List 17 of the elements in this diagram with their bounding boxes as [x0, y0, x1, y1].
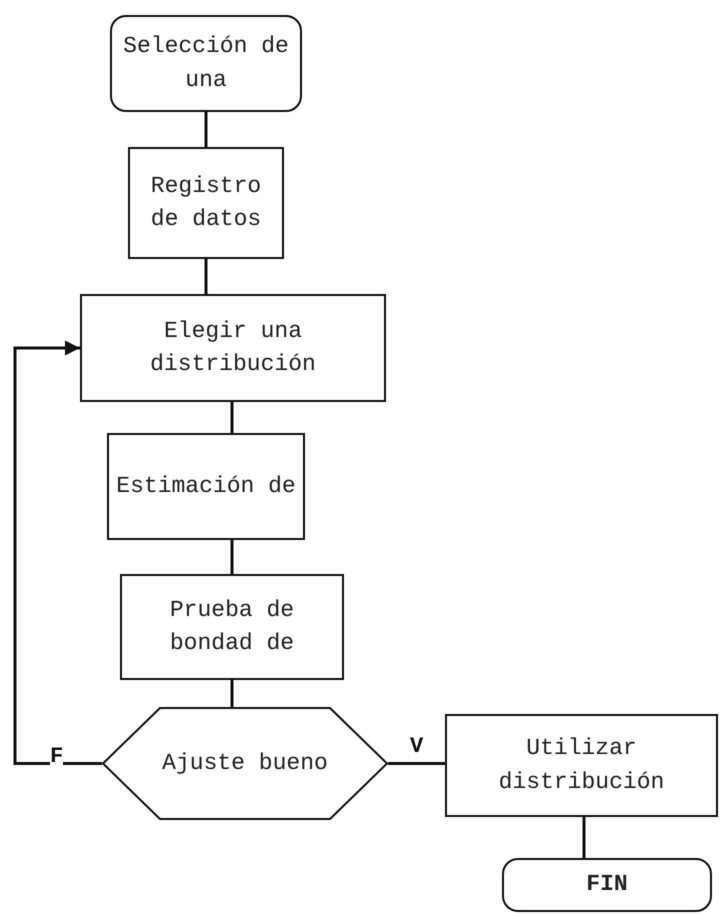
- connector-line: [582, 817, 586, 858]
- edge-label: F: [50, 746, 64, 768]
- connector-line: [388, 762, 445, 765]
- arrow: [14, 340, 102, 765]
- process-box: Elegir una distribución: [80, 294, 386, 402]
- connector-line: [230, 540, 234, 574]
- connector-line: [230, 402, 234, 433]
- start-terminal: Selección de una: [110, 15, 302, 112]
- process-box: Prueba de bondad de: [120, 574, 344, 680]
- decision-hexagon: Ajuste bueno: [102, 707, 388, 820]
- process-box: Utilizar distribución: [445, 714, 718, 817]
- process-box: Estimación de: [107, 433, 305, 540]
- connector-line: [230, 680, 234, 707]
- process-box: Registro de datos: [128, 147, 284, 259]
- connector-line: [204, 112, 208, 147]
- connector-line: [204, 259, 208, 294]
- end-terminal: FIN: [502, 858, 712, 912]
